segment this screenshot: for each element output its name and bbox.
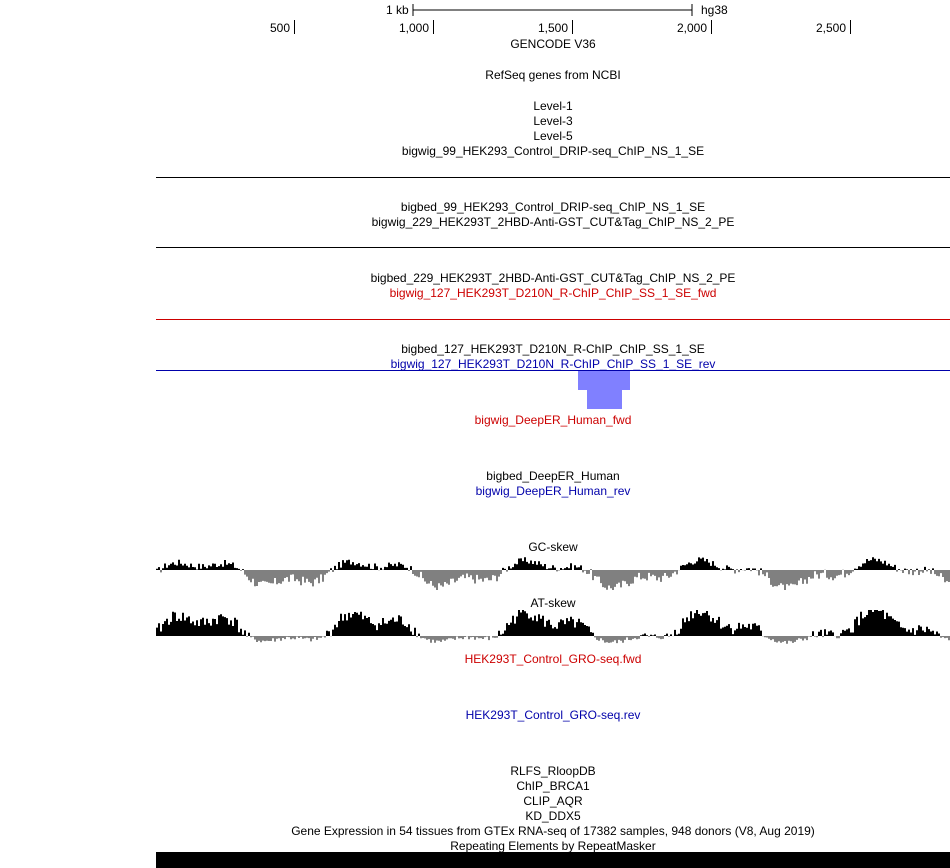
tick-label: 2,000 <box>677 21 708 35</box>
scale-label: 1 kb <box>386 3 409 17</box>
track-label-deeper-bed[interactable]: bigbed_DeepER_Human <box>486 469 620 483</box>
tick-label: 1,000 <box>399 21 430 35</box>
track-label-level-5[interactable]: Level-5 <box>533 129 573 143</box>
track-label-at-skew[interactable]: AT-skew <box>530 596 576 610</box>
skew-negative-area <box>160 570 950 590</box>
signal-baseline-bigwig-127-fwd <box>156 319 950 320</box>
skew-negative-area <box>246 636 950 644</box>
track-label-bigwig-127-fwd[interactable]: bigwig_127_HEK293T_D210N_R-ChIP_ChIP_SS_… <box>389 286 717 300</box>
track-label-clip-aqr[interactable]: CLIP_AQR <box>523 794 583 808</box>
repeatmasker-bar <box>156 852 950 868</box>
tick-mark <box>433 20 434 34</box>
track-label-gro-rev[interactable]: HEK293T_Control_GRO-seq.rev <box>465 708 641 722</box>
skew-positive-area <box>156 610 940 636</box>
track-label-refseq[interactable]: RefSeq genes from NCBI <box>485 68 621 82</box>
signal-baseline-bigwig-99 <box>156 177 950 178</box>
tick-mark <box>850 20 851 34</box>
track-label-level-1[interactable]: Level-1 <box>533 99 573 113</box>
signal-baseline-bigwig-127-rev <box>156 370 950 371</box>
track-label-chip-brca1[interactable]: ChIP_BRCA1 <box>516 779 590 793</box>
tick-label: 2,500 <box>816 21 847 35</box>
track-label-repeatmasker[interactable]: Repeating Elements by RepeatMasker <box>450 839 656 853</box>
signal-baseline-bigwig-229 <box>156 247 950 248</box>
assembly-label: hg38 <box>701 3 728 17</box>
track-label-bigbed-127[interactable]: bigbed_127_HEK293T_D210N_R-ChIP_ChIP_SS_… <box>401 342 705 356</box>
track-label-gro-fwd[interactable]: HEK293T_Control_GRO-seq.fwd <box>464 652 642 666</box>
track-label-kd-ddx5[interactable]: KD_DDX5 <box>525 809 581 823</box>
tick-mark <box>294 20 295 34</box>
tick-label: 1,500 <box>538 21 569 35</box>
track-label-gtex[interactable]: Gene Expression in 54 tissues from GTEx … <box>291 824 815 838</box>
track-label-deeper-fwd[interactable]: bigwig_DeepER_Human_fwd <box>474 413 632 427</box>
track-label-bigwig-229[interactable]: bigwig_229_HEK293T_2HBD-Anti-GST_CUT&Tag… <box>371 215 735 229</box>
track-label-deeper-rev[interactable]: bigwig_DeepER_Human_rev <box>475 484 631 498</box>
at-skew-signal <box>156 610 950 644</box>
scale-bar <box>412 4 693 16</box>
tick-label: 500 <box>270 21 291 35</box>
track-label-bigbed-229[interactable]: bigbed_229_HEK293T_2HBD-Anti-GST_CUT&Tag… <box>370 271 736 285</box>
tick-mark <box>711 20 712 34</box>
track-label-bigbed-99[interactable]: bigbed_99_HEK293_Control_DRIP-seq_ChIP_N… <box>400 200 706 214</box>
tick-mark <box>572 20 573 34</box>
track-label-gc-skew[interactable]: GC-skew <box>528 540 578 554</box>
track-label-level-3[interactable]: Level-3 <box>533 114 573 128</box>
track-label-rlfs[interactable]: RLFS_RloopDB <box>510 764 596 778</box>
signal-peak-bigwig-127-rev <box>578 371 630 409</box>
track-label-bigwig-99[interactable]: bigwig_99_HEK293_Control_DRIP-seq_ChIP_N… <box>401 144 705 158</box>
track-label-bigwig-127-rev[interactable]: bigwig_127_HEK293T_D210N_R-ChIP_ChIP_SS_… <box>390 357 716 371</box>
gc-skew-signal <box>156 557 950 590</box>
track-label-gencode[interactable]: GENCODE V36 <box>510 37 596 51</box>
skew-positive-area <box>156 557 934 570</box>
